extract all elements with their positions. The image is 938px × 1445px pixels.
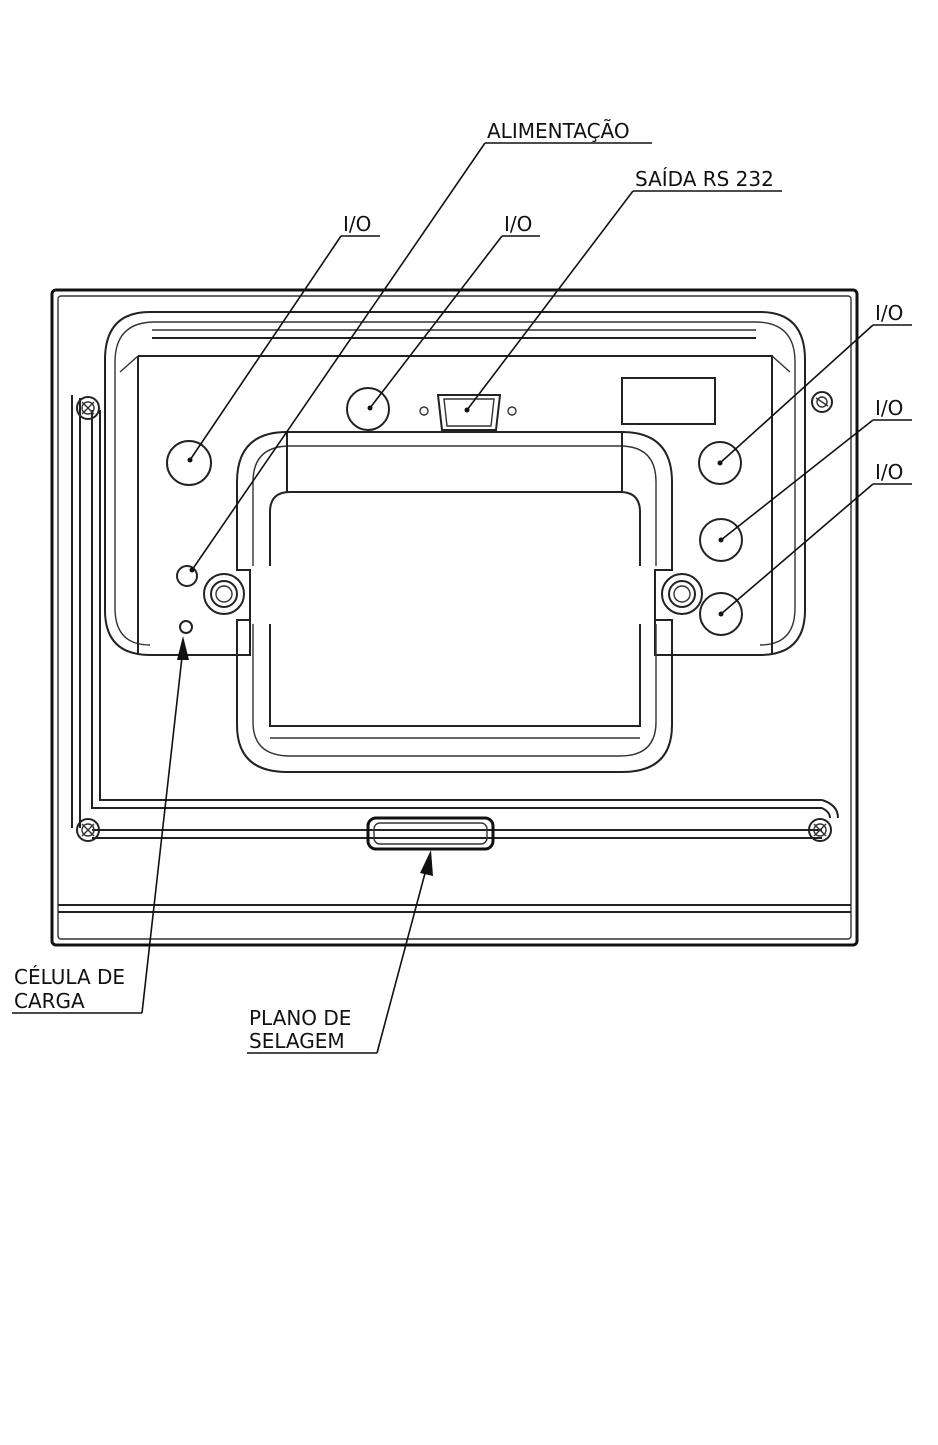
label-alimentacao: ALIMENTAÇÃO xyxy=(487,119,630,143)
mount-boss-left xyxy=(203,573,245,615)
power-jack xyxy=(176,565,198,587)
sealing-rail xyxy=(71,395,839,839)
enclosure-outline xyxy=(50,288,859,947)
callout-labels: ALIMENTAÇÃO SAÍDA RS 232 I/O I/O I/O I/O… xyxy=(14,119,903,1053)
rs232-connector xyxy=(419,394,517,431)
label-plano-de-selagem-line2: SELAGEM xyxy=(249,1029,345,1053)
screw-top-right xyxy=(811,391,833,413)
mount-boss-right xyxy=(661,573,703,615)
label-plano-de-selagem-line1: PLANO DE xyxy=(249,1006,351,1030)
label-io-right-3: I/O xyxy=(875,460,903,484)
load-cell-connector xyxy=(179,620,193,634)
label-io-right-1: I/O xyxy=(875,301,903,325)
io-port-center xyxy=(346,387,390,431)
label-celula-de-carga-line1: CÉLULA DE xyxy=(14,965,125,989)
screw-bottom-left xyxy=(76,818,100,842)
screw-bottom-right xyxy=(808,818,832,842)
sealing-plate xyxy=(366,816,495,851)
io-port-right-1 xyxy=(698,441,742,485)
label-io-left: I/O xyxy=(343,212,371,236)
connector-panel xyxy=(104,311,806,656)
io-port-right-2 xyxy=(699,518,743,562)
label-saida-rs232: SAÍDA RS 232 xyxy=(635,167,774,191)
display-window xyxy=(621,377,716,425)
io-port-right-3 xyxy=(699,592,743,636)
leader-lines xyxy=(12,142,912,1054)
label-celula-de-carga-line2: CARGA xyxy=(14,989,85,1013)
label-io-center: I/O xyxy=(504,212,532,236)
io-port-left xyxy=(166,440,212,486)
label-io-right-2: I/O xyxy=(875,396,903,420)
handle-cutout xyxy=(236,431,673,773)
screw-top-left xyxy=(76,396,100,420)
